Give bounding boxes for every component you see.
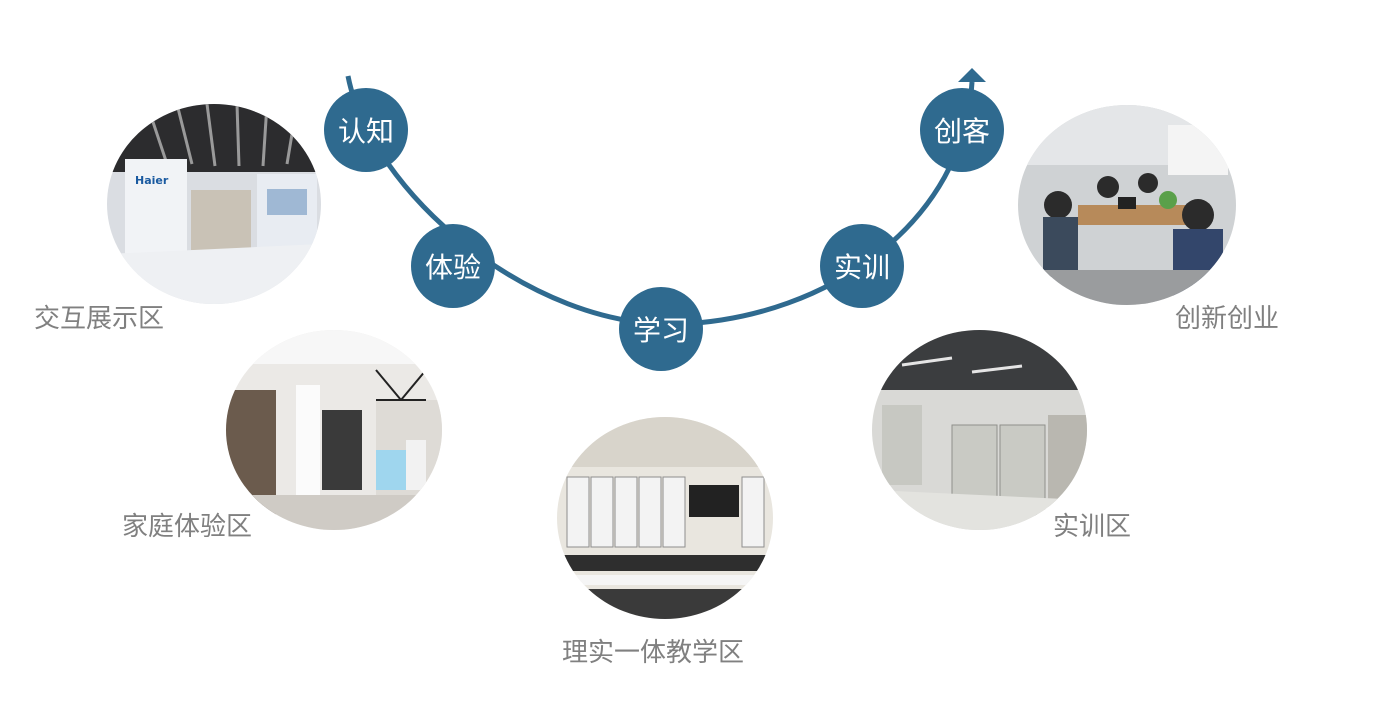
stage-label: 认知 [337,115,394,148]
area-label-training: 实训区 [1053,512,1132,542]
stage-node-shixun: 实训 [820,224,904,308]
brand-text: Haier [135,174,169,187]
photo-interactive-display: Haier [107,104,321,304]
stage-label: 体验 [424,251,481,284]
stage-node-tiyan: 体验 [411,224,495,308]
area-label-interactive-display: 交互展示区 [34,304,165,334]
stage-node-renzhi: 认知 [324,88,408,172]
area-label-integrated-teaching: 理实一体教学区 [562,638,745,668]
stage-label: 创客 [933,115,990,148]
area-label-home-experience: 家庭体验区 [122,512,253,542]
stage-label: 学习 [632,314,689,347]
photo-home-experience [226,330,442,530]
stage-node-xuexi: 学习 [619,287,703,371]
arrow-up-icon [958,68,986,82]
area-label-innovation: 创新创业 [1175,304,1280,334]
photo-training [872,330,1087,530]
photo-integrated-teaching [557,417,773,619]
stage-node-chuangke: 创客 [920,88,1004,172]
photo-innovation [1018,105,1236,305]
stage-label: 实训 [833,251,890,284]
